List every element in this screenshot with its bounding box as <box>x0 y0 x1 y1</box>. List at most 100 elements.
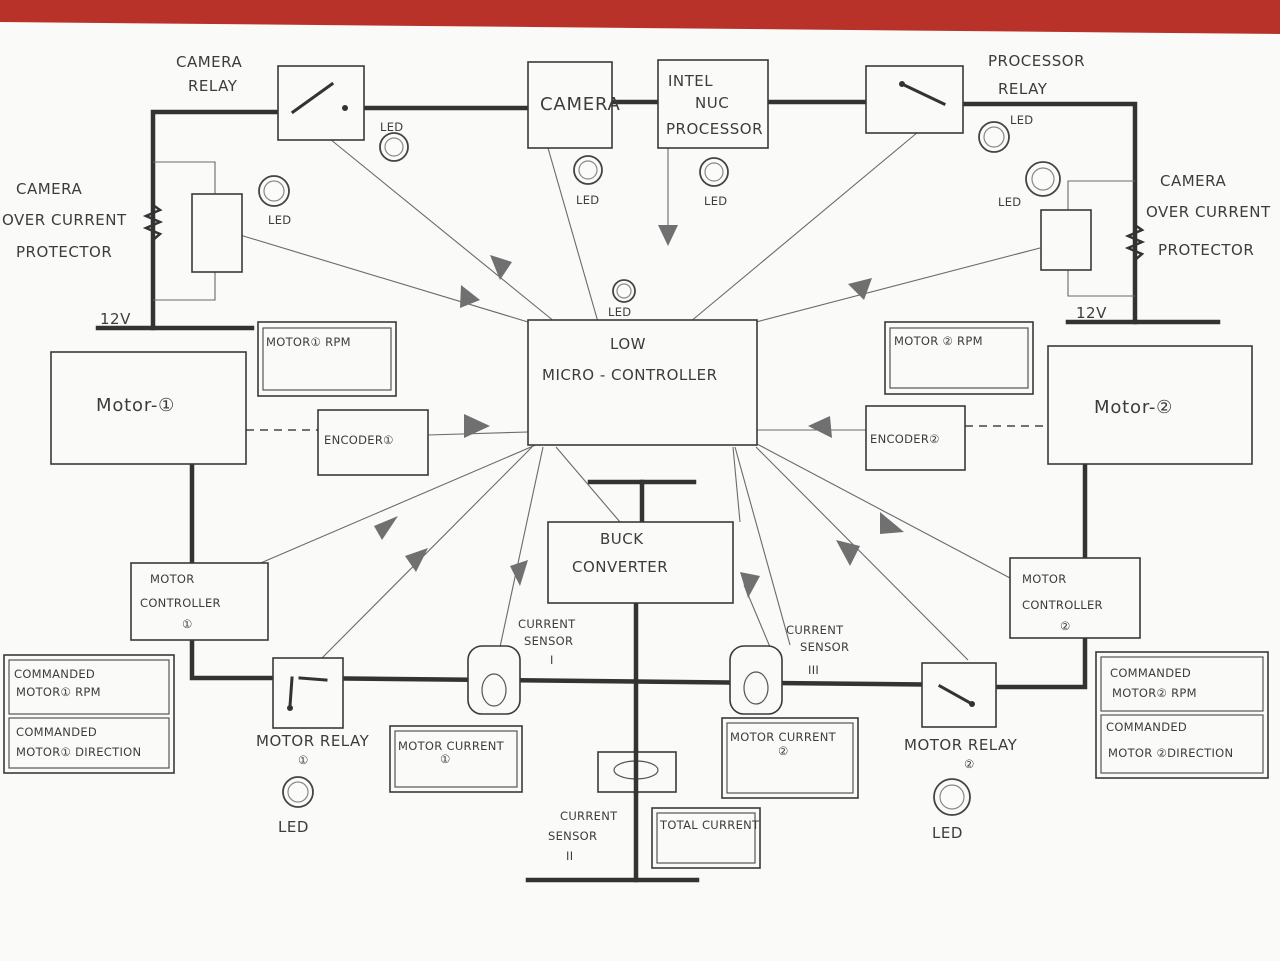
ocp-left-label-2: OVER CURRENT <box>2 211 127 229</box>
ocp-right-label-2: OVER CURRENT <box>1146 203 1271 221</box>
ocp-left-box[interactable] <box>191 193 243 273</box>
cs1-label-1: CURRENT <box>518 617 576 631</box>
arrow-icon <box>740 572 760 598</box>
buck-label-1: BUCK <box>600 530 644 548</box>
cs2-label-3: II <box>566 849 573 863</box>
motor1-label: Motor-① <box>96 395 175 416</box>
cs1-label-3: I <box>550 653 554 667</box>
motor-relay1-label-2: ① <box>298 753 309 767</box>
led-nuc-icon <box>699 157 729 187</box>
nuc-label-3: PROCESSOR <box>666 120 763 138</box>
motor1-rpm-box[interactable] <box>257 321 397 397</box>
processor-relay[interactable] <box>865 65 964 134</box>
led-label: LED <box>1010 113 1033 127</box>
cmd2-dir-label-1: COMMANDED <box>1106 720 1187 734</box>
current-sensor-3[interactable] <box>729 645 783 715</box>
arrow-icon <box>658 225 678 246</box>
led-right-ocp-icon <box>1025 161 1061 197</box>
total-current-box[interactable] <box>651 807 761 869</box>
mc1-label-2: CONTROLLER <box>140 596 221 610</box>
encoder2-label: ENCODER② <box>870 432 940 446</box>
power-wiring <box>95 99 1221 883</box>
motor-relay-1[interactable] <box>272 657 344 729</box>
motor-current-2-box[interactable] <box>721 717 859 799</box>
mc2-label-1: MOTOR <box>1022 572 1067 586</box>
mc2-label-3: ② <box>1060 619 1071 633</box>
camera-relay-label-1: CAMERA <box>176 53 242 71</box>
buck-converter-box[interactable] <box>547 521 734 604</box>
encoder1-label: ENCODER① <box>324 433 394 447</box>
ocp-right-label-1: CAMERA <box>1160 172 1226 190</box>
motor1-rpm-label: MOTOR① RPM <box>266 335 351 349</box>
motor2-rpm-label: MOTOR ② RPM <box>894 334 983 348</box>
nuc-processor-box[interactable] <box>657 59 769 149</box>
arrow-icon <box>808 416 832 438</box>
arrow-icon <box>405 548 428 572</box>
motor-current-1-box[interactable] <box>389 725 523 793</box>
cmd1-dir-label-2: MOTOR① DIRECTION <box>16 745 141 759</box>
encoder2-box[interactable] <box>865 405 966 471</box>
current-sensor-2[interactable] <box>597 749 677 795</box>
motor2-label: Motor-② <box>1094 397 1173 418</box>
cmd2-dir-label-2: MOTOR ②DIRECTION <box>1108 746 1233 760</box>
led-label: LED <box>576 193 599 207</box>
ocp-left-label-1: CAMERA <box>16 180 82 198</box>
led-camera-icon <box>573 155 603 185</box>
arrow-icon <box>460 285 480 308</box>
led-mcu-icon <box>612 279 636 303</box>
mc1-label-1: MOTOR <box>150 572 195 586</box>
current-sensor-1[interactable] <box>467 645 521 715</box>
motor-current2-label-2: ② <box>778 744 789 758</box>
camera-label: CAMERA <box>540 94 621 115</box>
arrow-icon <box>836 540 860 566</box>
motor-controller-1-box[interactable] <box>130 562 269 641</box>
text-labels: CAMERA RELAY CAMERA INTEL NUC PROCESSOR … <box>2 52 1271 863</box>
arrow-icon <box>880 512 904 534</box>
motor-relay1-label-1: MOTOR RELAY <box>256 732 370 750</box>
motor-current2-label-1: MOTOR CURRENT <box>730 730 837 744</box>
led-label: LED <box>932 824 963 842</box>
resistor-right-icon <box>1124 223 1146 262</box>
arrow-icon <box>374 516 398 540</box>
motor2-box[interactable] <box>1047 345 1253 465</box>
cs2-label-1: CURRENT <box>560 809 618 823</box>
led-label: LED <box>268 213 291 227</box>
arrow-icon <box>848 278 872 300</box>
buck-label-2: CONVERTER <box>572 558 668 576</box>
arrowheads <box>374 225 904 598</box>
camera-relay-label-2: RELAY <box>188 77 238 95</box>
cmd1-dir-label-1: COMMANDED <box>16 725 97 739</box>
cs1-label-2: SENSOR <box>524 634 573 648</box>
commanded-left-panel[interactable] <box>3 654 175 774</box>
motor-controller-2-box[interactable] <box>1009 557 1141 639</box>
voltage-left-label: 12V <box>100 310 131 328</box>
mcu-box[interactable] <box>527 319 758 446</box>
ocp-left-label-3: PROTECTOR <box>16 243 112 261</box>
cs3-label-1: CURRENT <box>786 623 844 637</box>
motor2-rpm-box[interactable] <box>884 321 1034 395</box>
motor-current1-label-2: ① <box>440 752 451 766</box>
motor-relay2-label-2: ② <box>964 757 975 771</box>
commanded-right-panel[interactable] <box>1095 651 1269 779</box>
motor1-box[interactable] <box>50 351 247 465</box>
motor-relay-2[interactable] <box>921 662 997 728</box>
cs3-label-3: III <box>808 663 819 677</box>
led-label: LED <box>278 818 309 836</box>
led-label: LED <box>998 195 1021 209</box>
encoder1-box[interactable] <box>317 409 429 476</box>
mc2-label-2: CONTROLLER <box>1022 598 1103 612</box>
camera-box[interactable] <box>527 61 613 149</box>
processor-relay-label-1: PROCESSOR <box>988 52 1085 70</box>
cmd1-rpm-label-2: MOTOR① RPM <box>16 685 101 699</box>
voltage-right-label: 12V <box>1076 304 1107 322</box>
led-label: LED <box>380 120 403 134</box>
camera-relay[interactable] <box>277 65 365 141</box>
nuc-label-1: INTEL <box>668 72 713 90</box>
cmd2-rpm-label-2: MOTOR② RPM <box>1112 686 1197 700</box>
cs3-label-2: SENSOR <box>800 640 849 654</box>
total-current-label: TOTAL CURRENT <box>659 818 760 832</box>
ocp-right-box[interactable] <box>1040 209 1092 271</box>
cmd1-rpm-label-1: COMMANDED <box>14 667 95 681</box>
motor-current1-label-1: MOTOR CURRENT <box>398 739 505 753</box>
